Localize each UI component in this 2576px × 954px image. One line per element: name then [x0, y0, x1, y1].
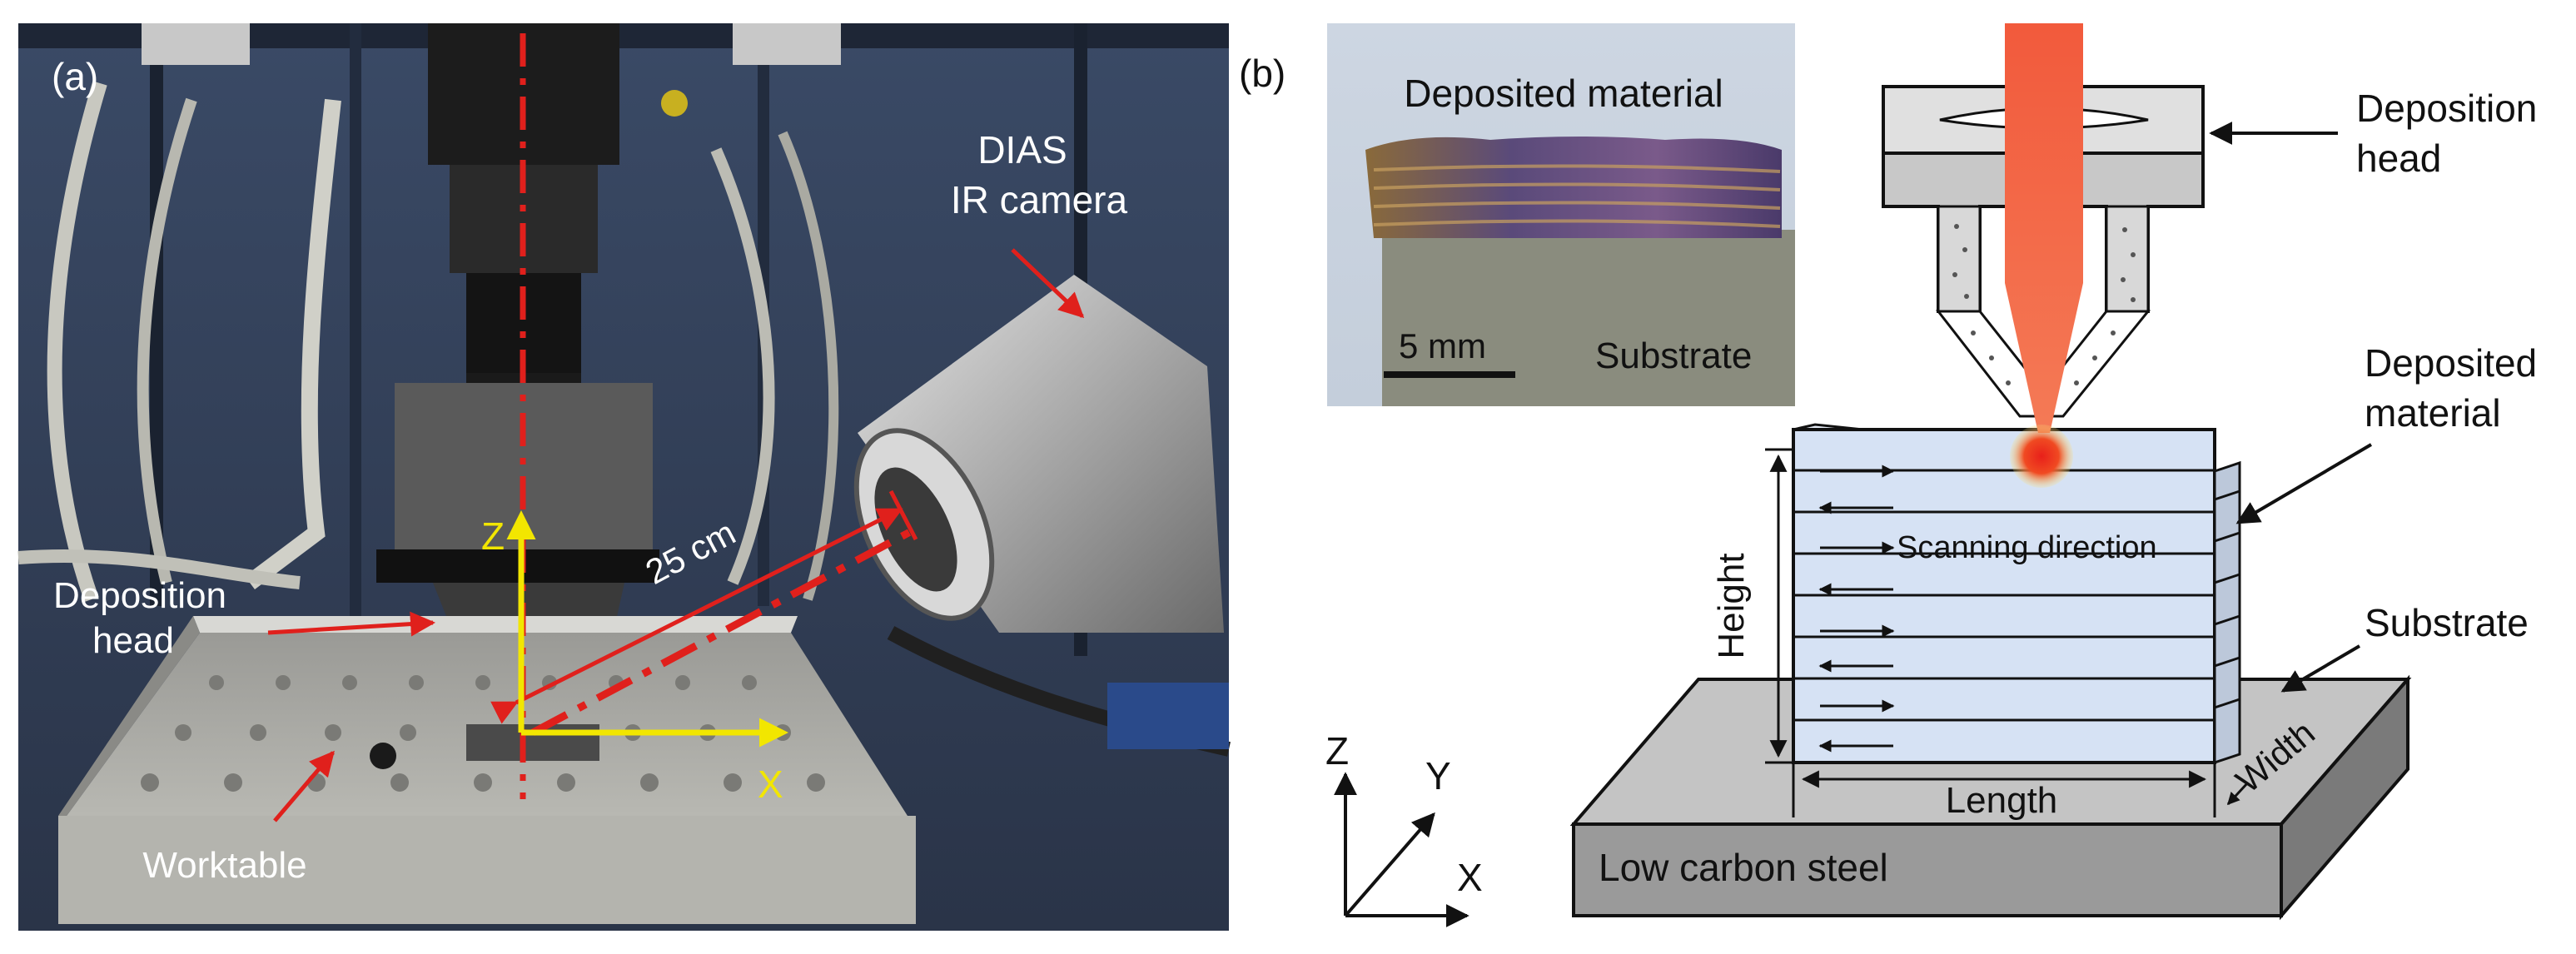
- z-axis-label: Z: [481, 514, 505, 558]
- deposited-material-label-line1: Deposited: [2365, 341, 2537, 385]
- axis-x-label: X: [1457, 856, 1483, 899]
- width-pointer: [2226, 781, 2250, 806]
- inset-photo: Deposited material 5 mm Substrate: [1327, 23, 1795, 406]
- deposited-material-label-line2: material: [2365, 391, 2501, 435]
- height-label: Height: [1711, 553, 1752, 658]
- steel-label: Low carbon steel: [1599, 846, 1888, 889]
- scanning-direction-label: Scanning direction: [1897, 530, 2157, 565]
- head-label-line1: Deposition: [53, 575, 226, 616]
- panel-b-label: (b): [1239, 52, 1286, 95]
- laser-beam: [2005, 23, 2083, 433]
- axis-z-label: Z: [1325, 729, 1349, 773]
- head-label-line2: head: [92, 620, 174, 661]
- camera-label-line2: IR camera: [951, 178, 1128, 221]
- inset-title: Deposited material: [1404, 72, 1723, 115]
- camera-label-line1: DIAS: [977, 128, 1067, 171]
- panel-b: (b) Deposited material 5 mm Substrate Lo…: [1239, 23, 2537, 927]
- inset-substrate-label: Substrate: [1595, 335, 1752, 376]
- axis-y-label: Y: [1425, 754, 1451, 797]
- substrate-arrow: [2280, 644, 2361, 693]
- axes-triad: Z Y X: [1325, 729, 1483, 927]
- substrate-label: Substrate: [2365, 601, 2529, 644]
- melt-pool: [2010, 425, 2073, 488]
- panel-a-label: (a): [52, 55, 98, 98]
- panel-a-photo: (a) DIAS IR camera 25 cm Z X Deposition …: [17, 23, 1231, 931]
- worktable-pointer-arrow: [273, 750, 335, 822]
- distance-tick: [888, 489, 918, 541]
- deposited-material-arrow: [2235, 443, 2373, 524]
- camera-pointer-arrow: [1011, 248, 1085, 319]
- worktable-label: Worktable: [142, 845, 306, 886]
- deposition-head-label-line2: head: [2356, 137, 2441, 180]
- x-axis-label: X: [758, 763, 783, 806]
- scale-bar-label: 5 mm: [1399, 326, 1486, 365]
- deposition-head-label-line1: Deposition: [2356, 87, 2537, 130]
- head-pointer-arrow: [267, 611, 435, 637]
- distance-line: [490, 507, 903, 724]
- length-label: Length: [1946, 780, 2058, 821]
